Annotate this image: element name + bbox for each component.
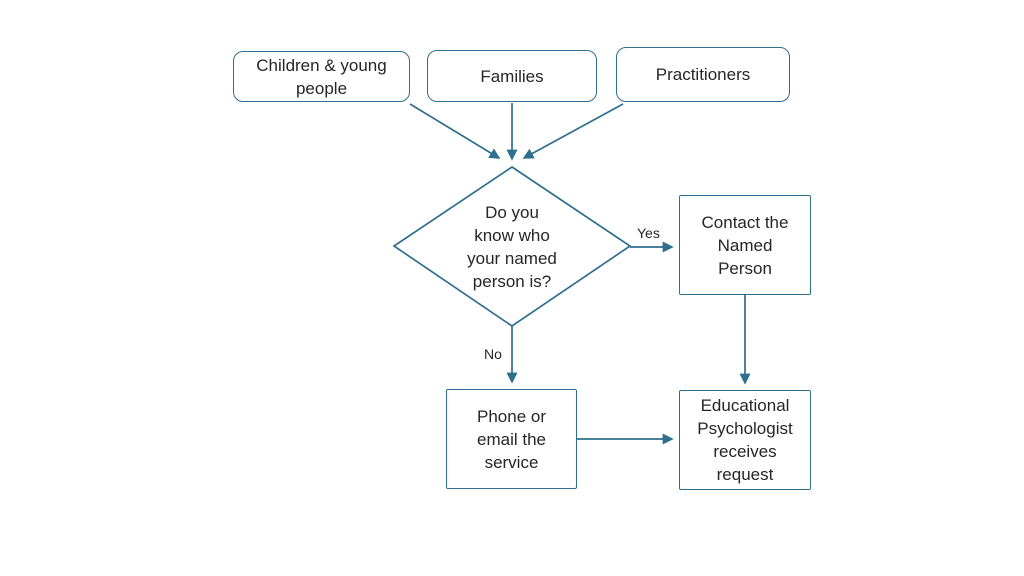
edge-label-yes: Yes xyxy=(637,225,660,241)
node-practitioners: Practitioners xyxy=(616,47,790,102)
node-families: Families xyxy=(427,50,597,102)
node-label-line: receives xyxy=(713,442,777,461)
node-label-line: Children & young xyxy=(256,55,387,75)
node-decision-label: Do you know who your named person is? xyxy=(447,200,577,294)
node-label-line: your named xyxy=(467,249,557,268)
node-label-line: Person xyxy=(718,258,772,278)
node-label-line: service xyxy=(484,452,539,472)
node-label-line: Educational xyxy=(700,396,790,415)
arrow-practitioners-to-decision xyxy=(522,103,624,159)
node-label-line: request xyxy=(716,465,774,484)
node-phone-or-email-service: Phone or email the service xyxy=(446,389,577,489)
node-label-line: email the xyxy=(477,429,546,449)
node-label-line: Phone or xyxy=(477,406,546,426)
node-label-line: Practitioners xyxy=(655,65,751,84)
node-label-line: person is? xyxy=(472,272,552,291)
node-label-line: Named xyxy=(717,235,773,255)
node-label-line: people xyxy=(295,78,348,98)
node-label-line: Psychologist xyxy=(697,419,793,438)
node-children-young-people: Children & young people xyxy=(233,51,410,102)
edge-label-no: No xyxy=(484,346,502,362)
node-label-line: Families xyxy=(480,66,544,86)
node-edu-psychologist-receives-request: Educational Psychologist receives reques… xyxy=(679,390,811,490)
arrow-children-to-decision xyxy=(409,103,501,159)
node-label-line: Do you xyxy=(485,203,539,222)
node-contact-named-person: Contact the Named Person xyxy=(679,195,811,295)
node-label-line: know who xyxy=(474,226,550,245)
node-label-line: Contact the xyxy=(701,212,789,232)
